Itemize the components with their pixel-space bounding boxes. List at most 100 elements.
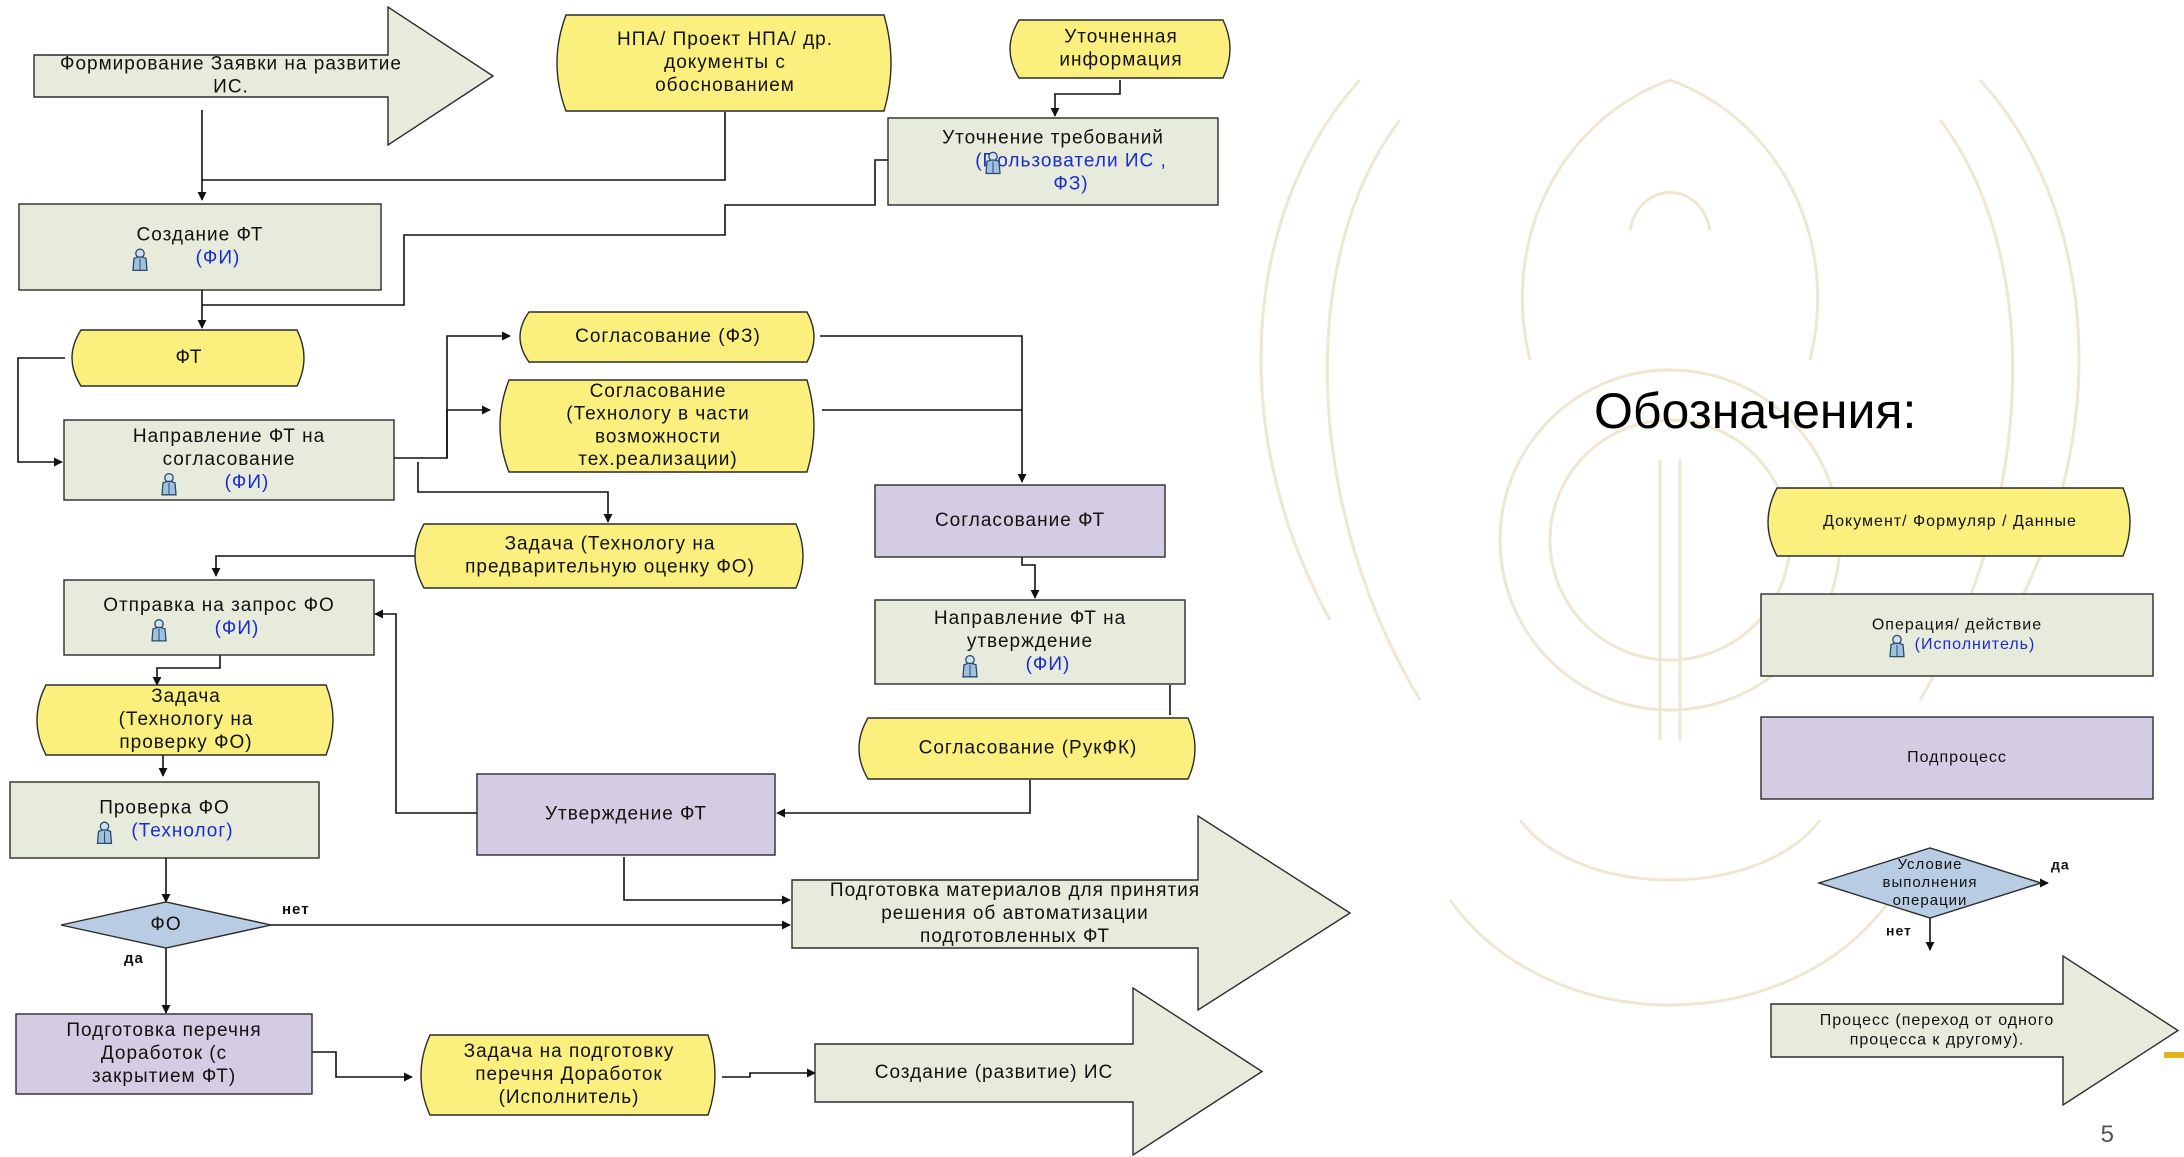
legend-document-line: Документ/ Формуляр / Данные bbox=[1823, 513, 2077, 530]
connector-line bbox=[312, 1051, 413, 1082]
performer-line: (Пользователи ИС , bbox=[975, 151, 1167, 172]
shape-ft-document: ФТ bbox=[71, 329, 305, 387]
shape-npa-documents-line: обоснованием bbox=[655, 75, 795, 96]
label-line: согласование bbox=[163, 449, 296, 470]
shape-proverka-fo: Проверка ФО(Технолог) bbox=[9, 781, 320, 859]
shape-zadacha-perechen-dorabotok-line: перечня Доработок bbox=[475, 1064, 663, 1085]
shape-zadacha-ocenka-fo-line: предварительную оценку ФО) bbox=[465, 556, 755, 577]
shape-podgotovka-perechnya-subprocess-line: Подготовка перечня bbox=[66, 1020, 261, 1041]
connector-line bbox=[211, 555, 472, 577]
legend-operation: Операция/ действие (Исполнитель) bbox=[1760, 593, 2154, 677]
shape-fo-condition-line: ФО bbox=[150, 914, 181, 935]
legend-process-line: процесса к другому). bbox=[1850, 1031, 2025, 1048]
shape-otpravka-na-zapros-fo: Отправка на запрос ФО(ФИ) bbox=[63, 579, 375, 656]
shape-zadacha-proverka-fo-line: проверку ФО) bbox=[119, 732, 252, 753]
legend-process-line: Процесс (переход от одного bbox=[1820, 1012, 2054, 1029]
accent-bar bbox=[2164, 1052, 2184, 1058]
shape-soglasovanie-ft-subprocess: Согласование ФТ bbox=[874, 484, 1166, 558]
legend-condition-line: выполнения bbox=[1882, 874, 1977, 891]
performer-line: ФЗ) bbox=[1053, 173, 1088, 194]
connector-line bbox=[1021, 556, 1040, 599]
connector-line bbox=[17, 357, 65, 467]
legend-label-net-text: нет bbox=[1886, 923, 1912, 939]
shape-podgotovka-perechnya-subprocess-line: Доработок (с bbox=[101, 1043, 227, 1064]
shape-formirovanie-zayavki-line: ИС. bbox=[213, 76, 249, 97]
connector-line bbox=[202, 159, 890, 306]
shape-soglasovanie-fz: Согласование (ФЗ) bbox=[519, 311, 815, 363]
legend-label-net: нет bbox=[1886, 923, 1912, 939]
shape-zadacha-perechen-dorabotok-line: (Исполнитель) bbox=[499, 1087, 640, 1108]
shape-soglasovanie-fz-line: Согласование (ФЗ) bbox=[575, 326, 761, 347]
shape-fo-condition: ФО bbox=[60, 901, 272, 949]
legend-label-da: да bbox=[2051, 857, 2070, 873]
shape-utochnenie-trebovaniy: Уточнение требований(Пользователи ИС ,ФЗ… bbox=[887, 117, 1219, 206]
shape-sozdanie-razvitie-is-line: Создание (развитие) ИС bbox=[875, 1062, 1114, 1083]
label-line: Направление ФТ на bbox=[133, 426, 325, 447]
legend-label-da-text: да bbox=[2051, 857, 2070, 873]
connector-line bbox=[446, 405, 491, 458]
shape-soglasovanie-rukfk: Согласование (РукФК) bbox=[858, 717, 1196, 780]
shape-podgotovka-materialov-line: решения об автоматизации bbox=[881, 903, 1149, 924]
shape-sozdanie-ft: Создание ФТ(ФИ) bbox=[18, 203, 382, 291]
label-line: Операция/ действие bbox=[1872, 617, 2042, 634]
shape-sozdanie-razvitie-is: Создание (развитие) ИС bbox=[814, 986, 1264, 1157]
shape-utverzhdenie-ft-subprocess-line: Утверждение ФТ bbox=[545, 804, 707, 825]
connector-line bbox=[820, 335, 1027, 483]
shape-podgotovka-materialov-line: подготовленных ФТ bbox=[920, 926, 1110, 947]
connector-line bbox=[722, 1068, 816, 1078]
legend-condition-line: Условие bbox=[1898, 856, 1963, 873]
connector-line bbox=[374, 609, 477, 814]
shape-soglasovanie-rukfk-line: Согласование (РукФК) bbox=[919, 738, 1138, 759]
label-line: Отправка на запрос ФО bbox=[103, 595, 335, 616]
performer-line: (ФИ) bbox=[225, 472, 270, 493]
shape-podgotovka-materialov-line: Подготовка материалов для принятия bbox=[830, 880, 1200, 901]
shape-soglasovanie-tehnologu: Согласование(Технологу в частивозможност… bbox=[499, 379, 815, 473]
performer-line: (ФИ) bbox=[196, 247, 241, 268]
shape-formirovanie-zayavki-line: Формирование Заявки на развитие bbox=[60, 54, 402, 75]
shape-utochnennaya-informaciya-line: информация bbox=[1059, 49, 1182, 70]
shape-npa-documents-line: документы с bbox=[664, 52, 786, 73]
shape-soglasovanie-tehnologu-line: возможности bbox=[595, 426, 721, 447]
legend-title: Обозначения: bbox=[1594, 383, 1917, 439]
legend-document: Документ/ Формуляр / Данные bbox=[1767, 487, 2131, 557]
connector-line bbox=[776, 780, 1031, 818]
legend-subprocess-line: Подпроцесс bbox=[1907, 749, 2007, 766]
shape-npa-documents-line: НПА/ Проект НПА/ др. bbox=[617, 29, 833, 50]
shape-podgotovka-materialov: Подготовка материалов для принятиярешени… bbox=[791, 814, 1352, 1012]
shape-utochnennaya-informaciya-line: Уточненная bbox=[1064, 27, 1178, 48]
performer-line: (Исполнитель) bbox=[1915, 636, 2036, 653]
label-line: Направление ФТ на bbox=[934, 608, 1126, 629]
label-line: Создание ФТ bbox=[137, 225, 264, 246]
label-line: Уточнение требований bbox=[942, 128, 1164, 149]
connector-line bbox=[417, 462, 613, 523]
performer-line: (ФИ) bbox=[1026, 654, 1071, 675]
performer-line: (ФИ) bbox=[215, 618, 260, 639]
shape-podgotovka-perechnya-subprocess-line: закрытием ФТ) bbox=[92, 1066, 236, 1087]
shape-soglasovanie-tehnologu-line: (Технологу в части bbox=[566, 404, 749, 425]
shape-ft-document-line: ФТ bbox=[176, 347, 203, 368]
label-line: Проверка ФО bbox=[99, 798, 230, 819]
shape-soglasovanie-ft-subprocess-line: Согласование ФТ bbox=[935, 510, 1105, 531]
shape-soglasovanie-tehnologu-line: Согласование bbox=[590, 381, 727, 402]
shape-npa-documents: НПА/ Проект НПА/ др.документы собоснован… bbox=[556, 14, 892, 112]
page-number: 5 bbox=[2100, 1121, 2114, 1148]
shape-zadacha-perechen-dorabotok-line: Задача на подготовку bbox=[464, 1041, 675, 1062]
label-line: утверждение bbox=[967, 631, 1093, 652]
shape-zadacha-proverka-fo-line: Задача bbox=[151, 686, 221, 707]
label-net-text: нет bbox=[282, 901, 310, 918]
legend-process: Процесс (переход от одного процесса к дру… bbox=[1770, 954, 2180, 1107]
legend-subprocess: Подпроцесс bbox=[1760, 716, 2154, 800]
label-net: нет bbox=[282, 901, 310, 918]
shape-utverzhdenie-ft-subprocess: Утверждение ФТ bbox=[476, 773, 776, 856]
connector-line bbox=[623, 857, 791, 905]
shape-soglasovanie-tehnologu-line: тех.реализации) bbox=[578, 449, 738, 470]
legend-condition-line: операции bbox=[1893, 892, 1968, 909]
